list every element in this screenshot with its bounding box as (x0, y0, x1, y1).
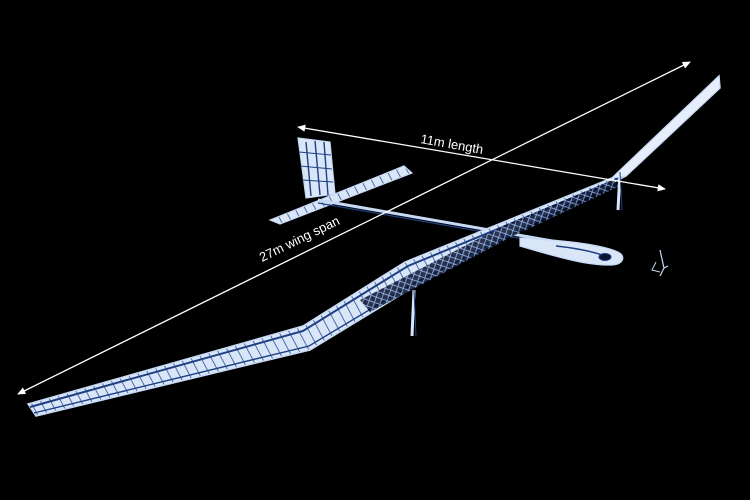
length-dimension-line (297, 124, 666, 192)
propeller-left (410, 289, 417, 337)
fuselage-nose-pod (519, 237, 624, 266)
wingspan-label: 27m wing span (257, 213, 342, 265)
landing-gear-detail (651, 249, 669, 277)
main-wing (26, 74, 721, 417)
vertical-tail-fin (297, 137, 336, 199)
wingspan-dimension-line (17, 61, 691, 395)
